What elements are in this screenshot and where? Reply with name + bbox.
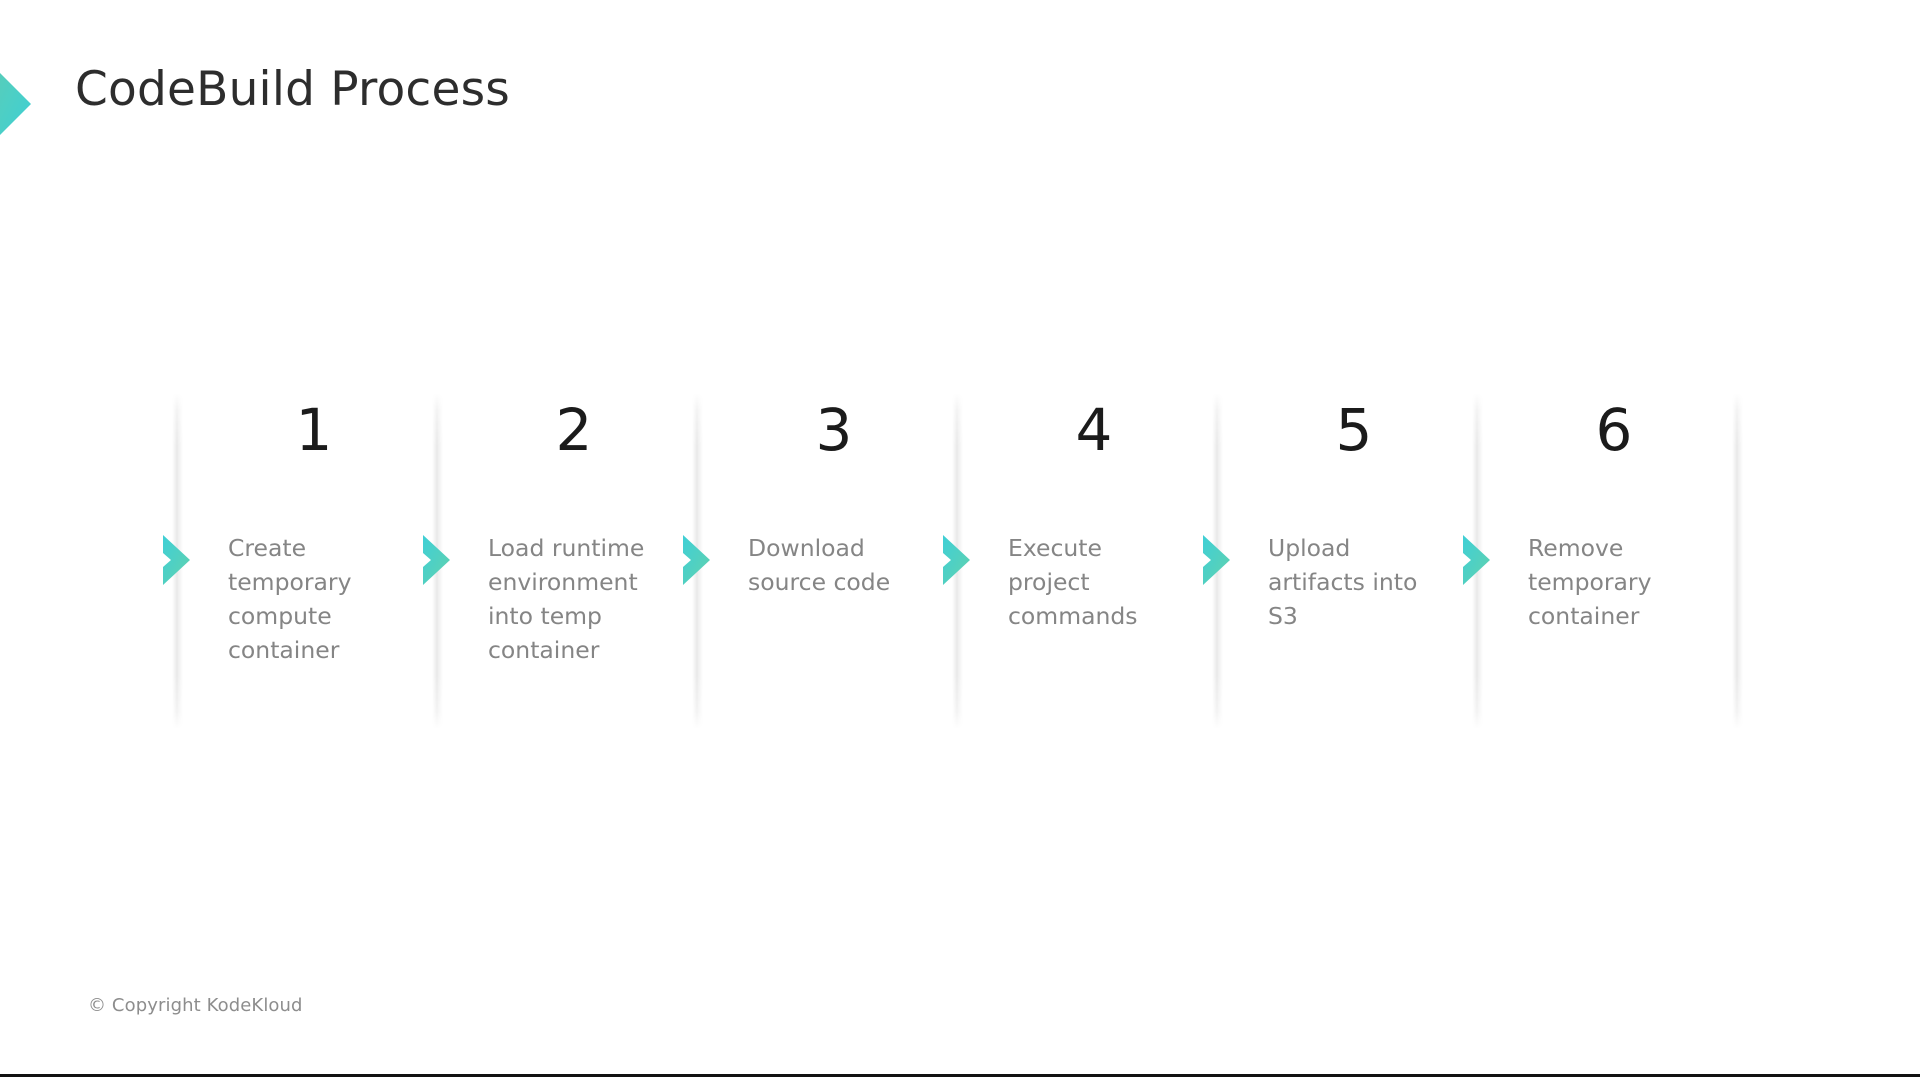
chevron-right-icon [1460, 533, 1506, 587]
step-label: Download source code [748, 534, 891, 596]
step-divider [1732, 393, 1743, 729]
process-step-5: 5 Upload artifacts into S3 [1203, 393, 1472, 729]
process-step-6: 6 Remove temporary container [1463, 393, 1732, 729]
process-strip-end-divider [1732, 393, 1743, 729]
slide-header: CodeBuild Process [0, 46, 1000, 166]
step-number: 5 [1335, 396, 1373, 464]
step-label: Remove temporary container [1528, 534, 1652, 630]
process-step-4: 4 Execute project commands [943, 393, 1212, 729]
step-label: Create temporary compute container [228, 534, 352, 664]
step-number: 3 [815, 396, 853, 464]
step-number: 2 [555, 396, 593, 464]
step-number: 4 [1075, 396, 1113, 464]
page-title: CodeBuild Process [75, 62, 510, 117]
process-step-3: 3 Download source code [683, 393, 952, 729]
process-steps-strip: 1 Create temporary compute container 2 L… [163, 393, 1772, 729]
step-label: Load runtime environment into temp conta… [488, 534, 645, 664]
title-chevron-right-icon [0, 46, 60, 164]
process-step-1: 1 Create temporary compute container [163, 393, 432, 729]
chevron-right-icon [420, 533, 466, 587]
chevron-right-icon [1200, 533, 1246, 587]
step-number: 6 [1595, 396, 1633, 464]
chevron-right-icon [680, 533, 726, 587]
step-number: 1 [295, 396, 333, 464]
copyright-text: © Copyright KodeKloud [88, 995, 303, 1016]
process-step-2: 2 Load runtime environment into temp con… [423, 393, 692, 729]
chevron-right-icon [160, 533, 206, 587]
step-label: Upload artifacts into S3 [1268, 534, 1418, 630]
bottom-rule [0, 1074, 1920, 1077]
step-label: Execute project commands [1008, 534, 1138, 630]
chevron-right-icon [940, 533, 986, 587]
